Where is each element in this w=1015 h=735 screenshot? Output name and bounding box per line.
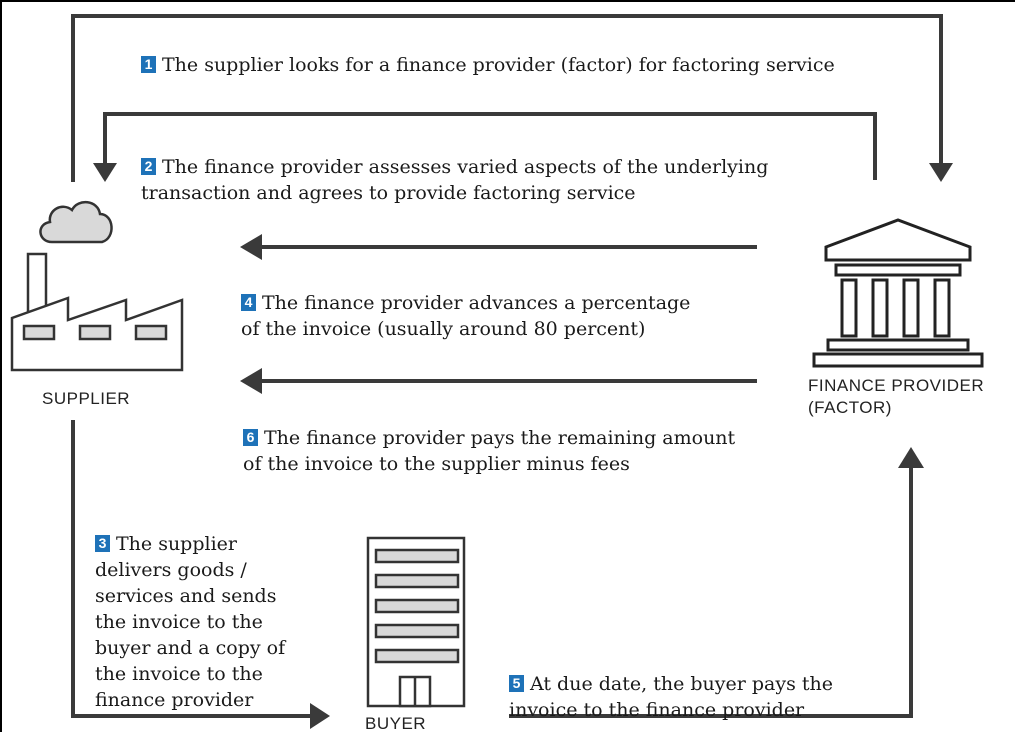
arrowhead-step-6 bbox=[240, 368, 262, 394]
bank-icon bbox=[812, 218, 984, 368]
step-5-text: At due date, the buyer pays the invoice … bbox=[509, 673, 833, 721]
arrowhead-step-2 bbox=[93, 163, 117, 182]
step-1-text: The supplier looks for a finance provide… bbox=[162, 54, 835, 76]
step-3-badge: 3 bbox=[95, 535, 110, 552]
factory-icon bbox=[10, 252, 184, 372]
step-1-badge: 1 bbox=[141, 56, 156, 73]
step-3-text: The supplier delivers goods / services a… bbox=[95, 533, 286, 711]
supplier-label: SUPPLIER bbox=[42, 389, 131, 408]
step-6-badge: 6 bbox=[243, 429, 258, 446]
arrow-step-1 bbox=[71, 14, 943, 182]
cloud-icon bbox=[39, 201, 113, 244]
step-4-badge: 4 bbox=[241, 294, 256, 311]
step-2-badge: 2 bbox=[141, 158, 156, 175]
arrowhead-step-4 bbox=[240, 234, 262, 260]
arrow-step-5 bbox=[509, 466, 913, 718]
arrowhead-step-1 bbox=[929, 163, 953, 182]
step-5-badge: 5 bbox=[509, 675, 524, 692]
step-2-text: The finance provider assesses varied asp… bbox=[141, 156, 769, 204]
arrow-step-2 bbox=[103, 112, 877, 180]
office-building-icon bbox=[366, 536, 466, 708]
arrow-step-3 bbox=[71, 420, 312, 718]
buyer-label: BUYER bbox=[365, 714, 427, 733]
arrowhead-step-5 bbox=[898, 447, 924, 468]
step-6-text: The finance provider pays the remaining … bbox=[243, 427, 736, 475]
finance-provider-label: FINANCE PROVIDER (FACTOR) bbox=[808, 376, 985, 417]
step-1: 1 The supplier looks for a finance provid… bbox=[141, 26, 835, 78]
step-4-text: The finance provider advances a percenta… bbox=[241, 292, 691, 340]
arrowhead-step-3 bbox=[310, 703, 330, 729]
